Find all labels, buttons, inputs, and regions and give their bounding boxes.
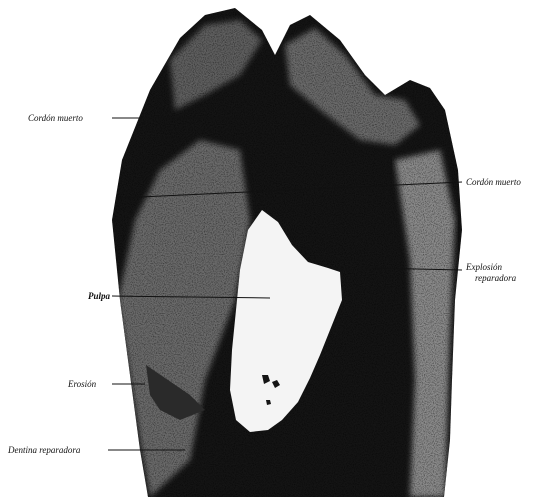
label-pulpa: Pulpa (88, 291, 111, 301)
label-explosion-line1: Explosión (465, 262, 502, 272)
label-erosion: Erosión (67, 379, 97, 389)
label-cordon-muerto-right: Cordón muerto (466, 177, 521, 187)
label-dentina-reparadora: Dentina reparadora (7, 445, 81, 455)
label-cordon-muerto-left: Cordón muerto (28, 113, 83, 123)
label-explosion-line2: reparadora (475, 273, 517, 283)
